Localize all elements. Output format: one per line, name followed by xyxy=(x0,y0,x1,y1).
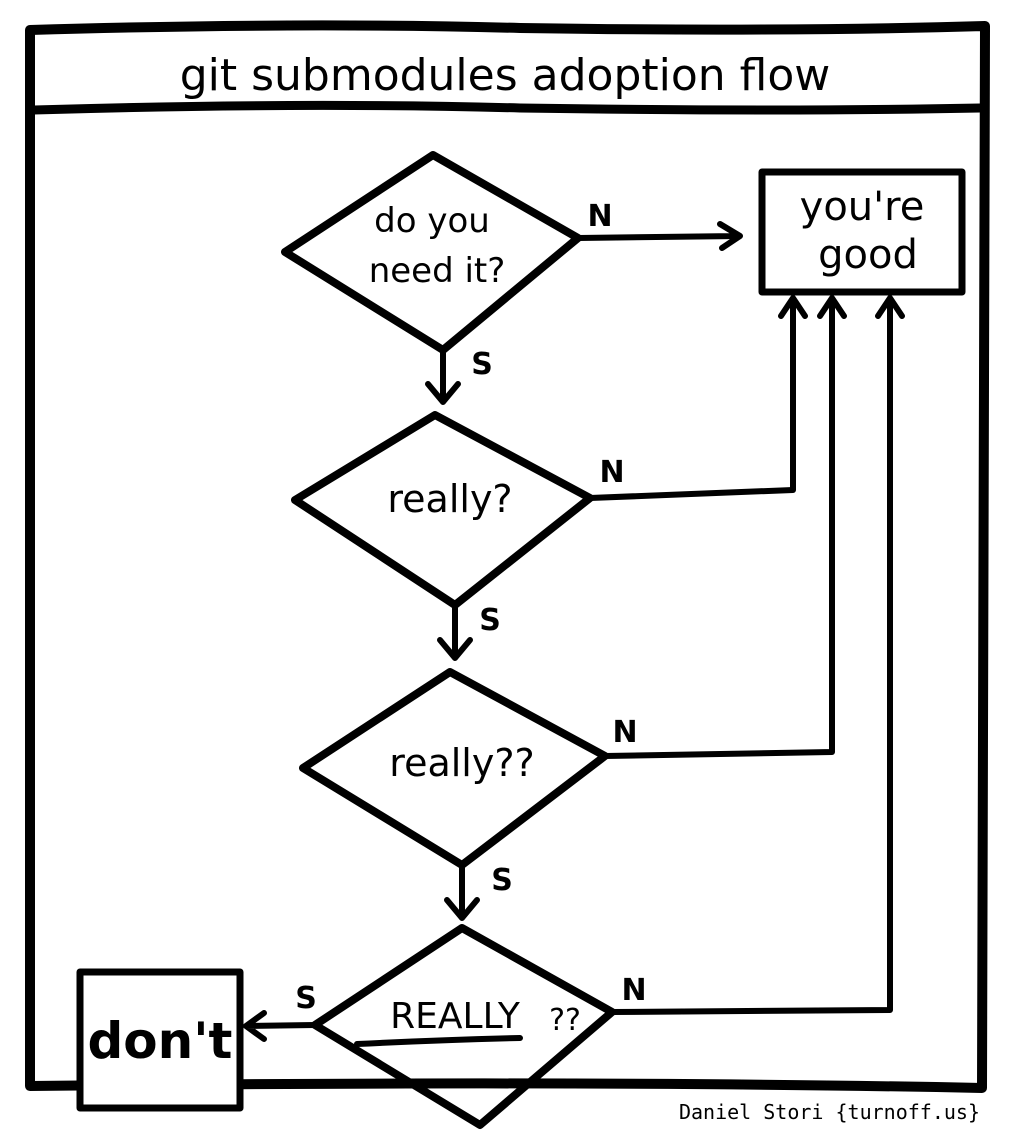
edge-q4-yes xyxy=(243,1010,318,1042)
decision-really-3-suffix: ?? xyxy=(549,1003,581,1038)
really-underline xyxy=(354,1035,523,1047)
edge-q3-no xyxy=(602,295,847,759)
edge-q3-no-label: N xyxy=(612,715,637,750)
panel-frame xyxy=(25,20,990,1093)
edge-q2-yes-label: S xyxy=(479,603,501,638)
outcome-dont-label: don't xyxy=(88,1012,233,1070)
edge-q3-yes-label: S xyxy=(491,863,513,898)
decision-really-1-label: really? xyxy=(387,477,512,521)
edge-q2-no-label: N xyxy=(599,455,624,490)
edge-q2-yes xyxy=(437,602,473,661)
edge-q1-yes-label: S xyxy=(471,347,493,382)
decision-need-it-line2: need it? xyxy=(369,251,506,291)
edge-q4-no xyxy=(609,295,905,1015)
edge-q4-yes-label: S xyxy=(295,981,317,1016)
decision-really-3-label: REALLY xyxy=(390,996,521,1037)
edge-q2-no xyxy=(587,295,808,501)
title: git submodules adoption flow xyxy=(180,50,831,101)
edge-q1-no xyxy=(575,221,743,251)
outcome-dont xyxy=(76,968,244,1112)
edge-q4-no-label: N xyxy=(621,973,646,1008)
edge-q3-yes xyxy=(444,862,480,921)
decision-really-2-label: really?? xyxy=(389,741,534,785)
edge-q1-yes xyxy=(425,347,461,405)
outcome-youre-good-line1: you're xyxy=(800,184,925,230)
title-divider xyxy=(29,100,985,115)
edge-q1-no-label: N xyxy=(587,199,612,234)
outcome-youre-good xyxy=(758,168,966,296)
decision-need-it-line1: do you xyxy=(374,201,490,241)
decision-really-3 xyxy=(311,924,616,1129)
credit: Daniel Stori {turnoff.us} xyxy=(678,1100,980,1124)
outcome-youre-good-line2: good xyxy=(818,232,918,278)
